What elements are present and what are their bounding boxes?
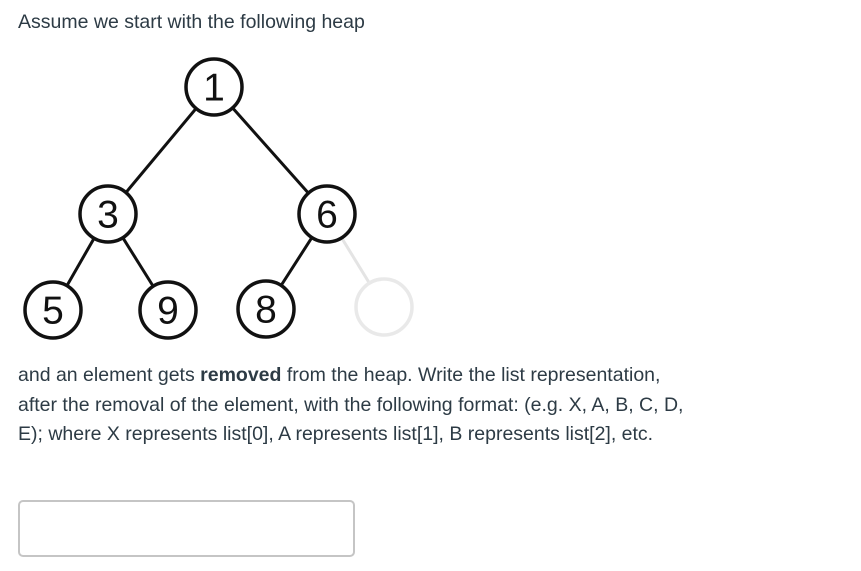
question-body: and an element gets removed from the hea… bbox=[18, 361, 683, 450]
question-line-2: after the removal of the element, with t… bbox=[18, 393, 684, 416]
heap-node-label: 3 bbox=[97, 194, 119, 237]
question-title: Assume we start with the following heap bbox=[18, 11, 365, 33]
heap-node-9 bbox=[138, 280, 198, 340]
question-line-1: and an element gets removed from the hea… bbox=[18, 361, 683, 391]
answer-input[interactable] bbox=[18, 500, 355, 557]
heap-tree-diagram: 1 3 6 5 9 8 bbox=[23, 57, 414, 340]
heap-node-label: 5 bbox=[42, 290, 64, 333]
heap-node-8 bbox=[236, 279, 296, 339]
heap-node-label: 9 bbox=[157, 290, 179, 333]
heap-node-3 bbox=[78, 184, 138, 244]
heap-node-1 bbox=[184, 57, 244, 117]
heap-node-6 bbox=[297, 184, 357, 244]
heap-node-empty bbox=[354, 277, 414, 337]
question-line1-pre: and an element gets bbox=[18, 364, 201, 386]
heap-node-5 bbox=[23, 280, 83, 340]
heap-node-label: 6 bbox=[316, 194, 338, 237]
question-line-3: E); where X represents list[0], A repres… bbox=[18, 423, 654, 445]
question-line1-post: from the heap. Write the list representa… bbox=[281, 364, 661, 386]
heap-node-label: 1 bbox=[203, 67, 225, 110]
question-keyword-removed: removed bbox=[200, 364, 282, 386]
heap-node-label: 8 bbox=[255, 289, 277, 332]
